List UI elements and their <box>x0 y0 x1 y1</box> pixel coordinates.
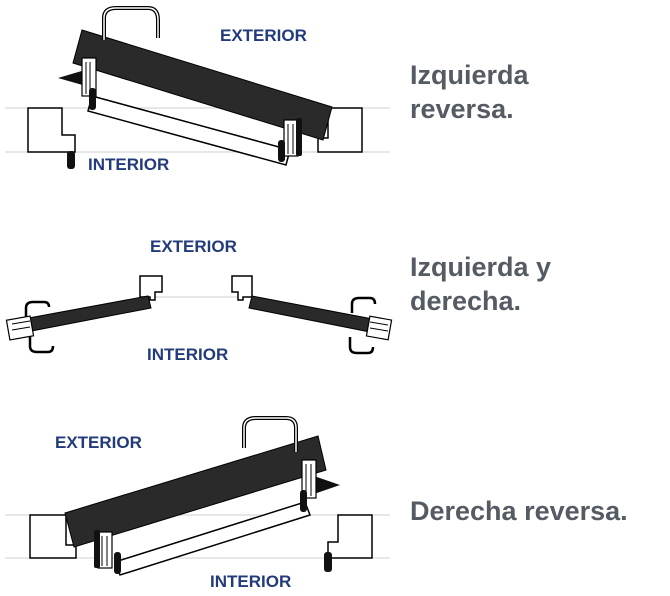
hinge-right <box>314 476 340 494</box>
right-handle-bottom <box>348 337 375 355</box>
left-latch <box>5 315 35 341</box>
hinge-right-pin <box>278 140 285 162</box>
handle-inner <box>243 417 297 452</box>
exterior-label: EXTERIOR <box>150 237 237 256</box>
right-stop <box>324 552 332 572</box>
hinge-right-pin <box>300 490 307 512</box>
right-latch-stripe <box>369 327 389 332</box>
caption-line-1: Derecha reversa. <box>410 496 628 526</box>
exterior-label: EXTERIOR <box>220 26 307 45</box>
diagram-izquierda-reversa: EXTERIOR INTERIOR Izquierda reversa. <box>0 0 670 200</box>
left-handle-top <box>24 300 51 317</box>
left-latch-stripe <box>11 326 31 331</box>
diagram-izquierda-y-derecha: EXTERIOR INTERIOR Izquierda y derecha. <box>0 200 670 390</box>
handle-outer <box>102 6 160 40</box>
handle-inner <box>103 7 159 40</box>
door-swing-diagram-3: EXTERIOR INTERIOR <box>5 416 390 591</box>
caption: Derecha reversa. <box>410 494 628 528</box>
interior-label: INTERIOR <box>147 345 228 364</box>
exterior-label: EXTERIOR <box>55 433 142 452</box>
caption: Izquierda y derecha. <box>410 250 551 318</box>
interior-label: INTERIOR <box>88 155 169 174</box>
caption-line-2: derecha. <box>410 286 522 316</box>
right-jamb <box>231 275 253 301</box>
hinge-left-pin <box>89 88 96 110</box>
door-slab <box>64 435 327 548</box>
interior-label: INTERIOR <box>210 572 291 591</box>
door-swing-diagram-2: EXTERIOR INTERIOR <box>5 237 393 364</box>
door-swing-diagram-1: EXTERIOR INTERIOR <box>5 6 390 174</box>
right-door-leaf <box>248 295 384 335</box>
hinge-left <box>58 70 86 86</box>
left-jamb <box>27 107 76 153</box>
left-handle-bottom <box>28 336 55 354</box>
left-latch-stripe <box>11 320 31 325</box>
right-handle-top <box>350 296 377 313</box>
diagram-derecha-reversa: EXTERIOR INTERIOR Derecha reversa. <box>0 390 670 596</box>
right-latch-stripe <box>369 321 389 326</box>
hinge-left-pin <box>114 552 121 574</box>
door-slab <box>72 29 333 141</box>
caption-line-1: Izquierda y <box>410 252 552 282</box>
caption: Izquierda reversa. <box>410 58 529 126</box>
hinge-left-body <box>97 531 113 569</box>
caption-line-1: Izquierda <box>410 60 529 90</box>
hinge-left-block <box>94 530 100 568</box>
hinge-right-block <box>296 118 302 156</box>
right-jamb <box>327 514 373 559</box>
left-stop <box>67 151 75 169</box>
caption-line-2: reversa. <box>410 94 514 124</box>
hinge-right-body <box>283 119 299 157</box>
